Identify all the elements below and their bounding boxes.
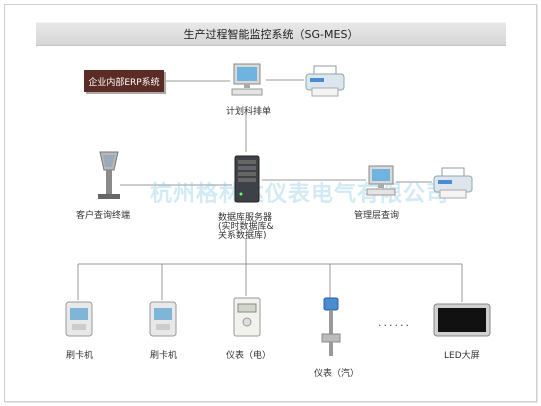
company-watermark: 杭州格林达仪表电气有限公司	[150, 182, 450, 207]
printer-icon	[433, 167, 473, 199]
led-screen-label: LED大屏	[444, 351, 480, 361]
erp-system-box: 企业内部ERP系统	[84, 70, 164, 92]
ellipsis: ......	[378, 316, 411, 329]
card-reader-icon	[65, 301, 93, 337]
plan-computer-icon	[231, 63, 263, 96]
diagram-title: 生产过程智能监控系统（SG-MES）	[36, 22, 506, 46]
card-reader-2-label: 刷卡机	[150, 351, 178, 361]
card-reader-icon	[149, 301, 177, 337]
mgmt-computer-icon	[366, 165, 396, 196]
kiosk-label: 客户查询终端	[76, 211, 131, 221]
server-icon	[234, 155, 260, 203]
steam-meter-icon	[321, 297, 341, 356]
server-label-line1: 数据库服务器	[218, 213, 273, 223]
kiosk-icon	[98, 151, 120, 199]
printer-icon	[305, 65, 345, 97]
steam-meter-label: 仪表（汽）	[314, 369, 360, 379]
server-label-line3: 关系数据库)	[218, 231, 267, 241]
electric-meter-label: 仪表（电）	[226, 351, 272, 361]
mgmt-label: 管理层查询	[354, 211, 400, 221]
card-reader-1-label: 刷卡机	[66, 351, 94, 361]
electric-meter-icon	[233, 297, 261, 337]
plan-label: 计划科排单	[226, 107, 272, 117]
server-label-line2: (实时数据库&	[218, 222, 274, 232]
led-screen-icon	[433, 303, 491, 337]
